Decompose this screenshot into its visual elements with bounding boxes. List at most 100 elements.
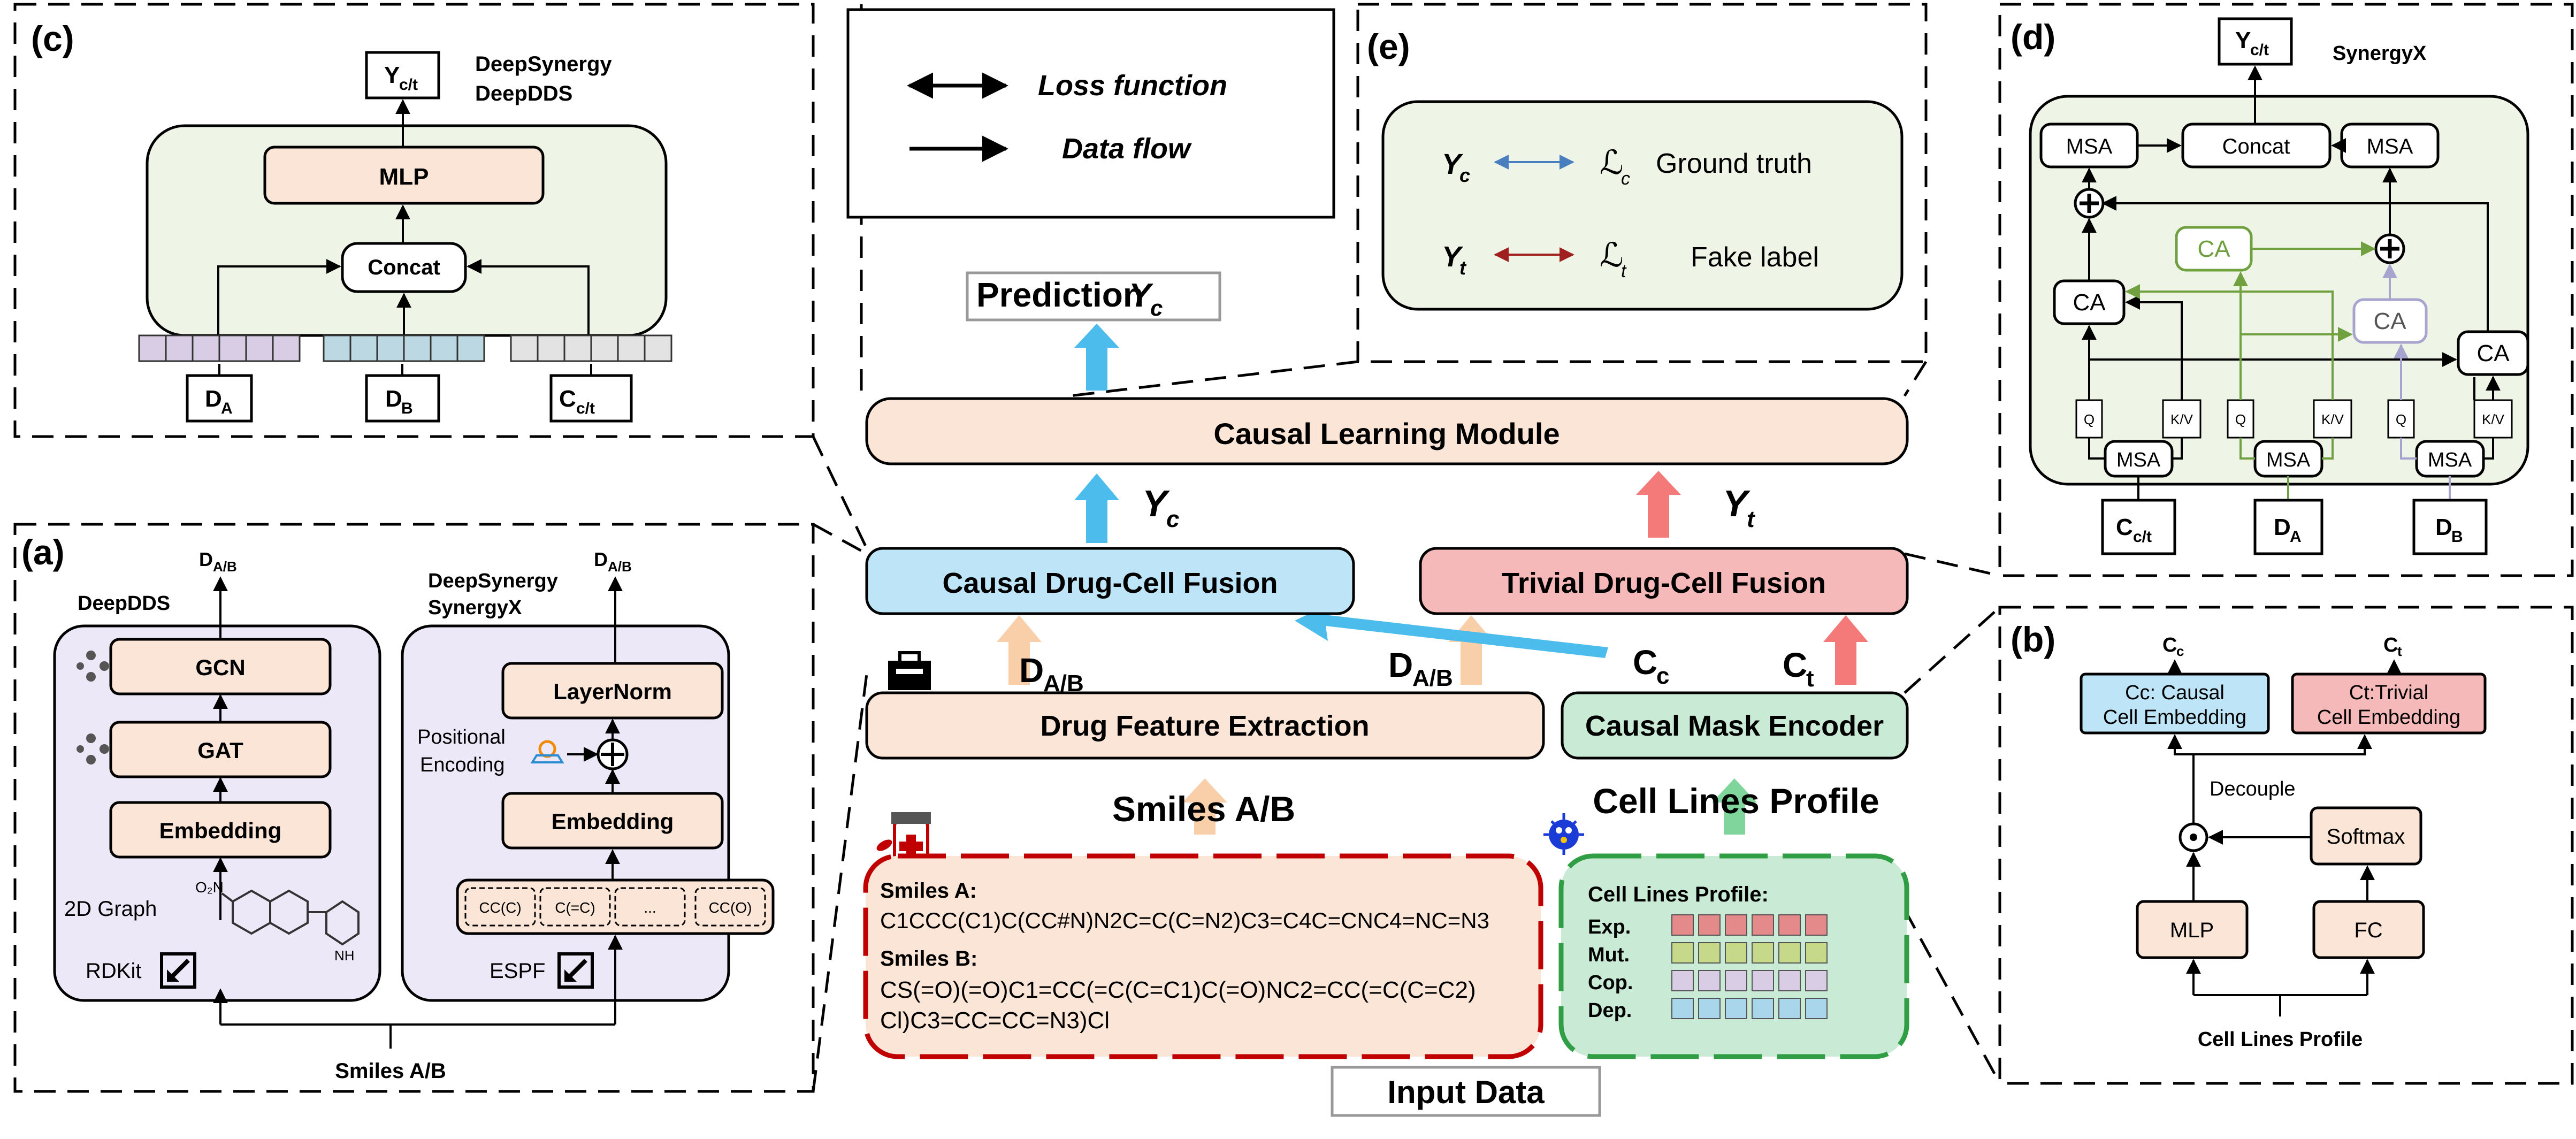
msa-bottom-2: MSA bbox=[2266, 449, 2311, 471]
causal-learning-module: Causal Learning Module bbox=[865, 397, 1909, 465]
smiles-input-box: Smiles A: C1CCC(C1)C(CC#N)N2C=C(C=N2)C3=… bbox=[863, 853, 1543, 1059]
panel-a-smiles-label: Smiles A/B bbox=[335, 1059, 446, 1083]
causal-embedding-line2: Cell Embedding bbox=[2103, 706, 2246, 729]
query-label: Q bbox=[2235, 411, 2246, 427]
svg-text:C: C bbox=[2162, 634, 2177, 656]
smiles-b-label: Smiles B: bbox=[880, 947, 977, 970]
espf-chip-label: C(=C) bbox=[555, 899, 595, 916]
smiles-ab-heading: Smiles A/B bbox=[1112, 789, 1295, 829]
vector-cell bbox=[590, 334, 619, 362]
svg-text:D: D bbox=[594, 548, 608, 570]
vector-cell bbox=[563, 334, 592, 362]
espf-chip bbox=[464, 887, 536, 927]
prediction-box: Prediction Y c bbox=[966, 271, 1221, 322]
profile-cell bbox=[1752, 970, 1774, 991]
panel-c-models-2: DeepDDS bbox=[475, 82, 572, 105]
cell-profile-grid bbox=[1671, 914, 1828, 1019]
panel-c-label: (c) bbox=[31, 19, 74, 58]
causal-drug-cell-fusion: Causal Drug-Cell Fusion bbox=[865, 547, 1355, 615]
prediction-label: Prediction bbox=[976, 276, 1144, 314]
location-pin-icon bbox=[530, 740, 564, 763]
vector-cell bbox=[245, 334, 274, 362]
espf-label: ESPF bbox=[490, 959, 545, 983]
svg-text:t: t bbox=[1459, 257, 1467, 279]
profile-cell bbox=[1698, 942, 1721, 964]
virus-icon bbox=[1543, 813, 1584, 855]
svg-text:Y: Y bbox=[1129, 277, 1154, 314]
profile-cell bbox=[1752, 942, 1774, 964]
legend-box: Loss function Data flow bbox=[846, 8, 1335, 219]
vector-cell bbox=[617, 334, 646, 362]
svg-text:B: B bbox=[401, 400, 413, 417]
svg-text:c: c bbox=[2176, 643, 2184, 659]
espf-chip bbox=[614, 887, 686, 927]
profile-cell bbox=[1778, 942, 1801, 964]
profile-cell bbox=[1725, 942, 1747, 964]
msa-top-right: MSA bbox=[2367, 135, 2413, 158]
svg-text:t: t bbox=[1621, 261, 1627, 281]
svg-text:B: B bbox=[2451, 528, 2463, 546]
row-label-cop: Cop. bbox=[1588, 972, 1633, 994]
svg-text:D: D bbox=[1388, 646, 1413, 684]
vector-cell bbox=[430, 334, 458, 362]
query-box bbox=[2075, 399, 2103, 439]
svg-text:t: t bbox=[1806, 666, 1814, 692]
ca-right: CA bbox=[2476, 340, 2510, 366]
panel-c-concat: Concat bbox=[368, 256, 440, 279]
panel-b-border bbox=[1998, 606, 2574, 1085]
svg-text:A: A bbox=[221, 400, 233, 417]
vector-cell bbox=[376, 334, 405, 362]
svg-text:c: c bbox=[1459, 164, 1470, 186]
svg-text:c/t: c/t bbox=[576, 400, 595, 417]
svg-text:c/t: c/t bbox=[2133, 528, 2152, 546]
profile-cell bbox=[1778, 914, 1801, 936]
decouple-label: Decouple bbox=[2210, 778, 2296, 800]
ca-purple: CA bbox=[2373, 308, 2406, 334]
svg-text:D: D bbox=[205, 386, 222, 412]
svg-text:A/B: A/B bbox=[608, 559, 632, 575]
profile-cell bbox=[1671, 970, 1694, 991]
svg-text:Y: Y bbox=[1142, 483, 1170, 524]
row-label-mut: Mut. bbox=[1588, 944, 1630, 966]
key-value-label: K/V bbox=[2170, 411, 2193, 427]
svg-text:Y: Y bbox=[384, 62, 400, 88]
gcn-label: GCN bbox=[195, 655, 245, 680]
trivial-drug-cell-fusion: Trivial Drug-Cell Fusion bbox=[1419, 547, 1909, 615]
deepdds-title: DeepDDS bbox=[78, 592, 170, 615]
vector-cell bbox=[272, 334, 301, 362]
row-label-exp: Exp. bbox=[1588, 916, 1631, 938]
profile-cell bbox=[1805, 942, 1828, 964]
rdkit-icon bbox=[160, 952, 196, 989]
svg-text:t: t bbox=[1747, 506, 1756, 532]
panel-c-border bbox=[13, 3, 815, 438]
profile-cell bbox=[1752, 998, 1774, 1019]
smiles-a-value: C1CCC(C1)C(CC#N)N2C=C(C=N2)C3=C4C=CNC4=N… bbox=[880, 908, 1489, 933]
input-data-label: Input Data bbox=[1387, 1074, 1545, 1110]
svg-text:c: c bbox=[1621, 169, 1630, 189]
panel-e-label: (e) bbox=[1367, 27, 1410, 66]
panel-a-border bbox=[13, 523, 815, 1093]
vector-cell bbox=[349, 334, 378, 362]
vector-cell bbox=[218, 334, 247, 362]
molecule-structure bbox=[221, 889, 360, 946]
profile-cell bbox=[1671, 914, 1694, 936]
mask-encoder-label: Causal Mask Encoder bbox=[1585, 710, 1884, 742]
vector-cell bbox=[192, 334, 220, 362]
svg-text:c: c bbox=[1656, 663, 1669, 689]
no2-label: O₂N bbox=[195, 879, 224, 896]
key-value-label: K/V bbox=[2482, 411, 2505, 427]
vector-cell bbox=[510, 334, 539, 362]
deepsynergy-title: DeepSynergy bbox=[428, 570, 558, 592]
panel-borders bbox=[13, 3, 2574, 1093]
key-value-box bbox=[2162, 399, 2202, 439]
nh-label: NH bbox=[334, 947, 355, 964]
profile-cell bbox=[1778, 970, 1801, 991]
svg-text:D: D bbox=[199, 548, 213, 570]
svg-text:Y: Y bbox=[1723, 483, 1751, 524]
network-icon-gat bbox=[77, 733, 109, 765]
vector-cell bbox=[644, 334, 672, 362]
softmax-label: Softmax bbox=[2327, 825, 2405, 848]
espf-substructures: CC(C)C(=C)...CC(O) bbox=[464, 887, 766, 927]
msa-top-left: MSA bbox=[2066, 135, 2113, 158]
